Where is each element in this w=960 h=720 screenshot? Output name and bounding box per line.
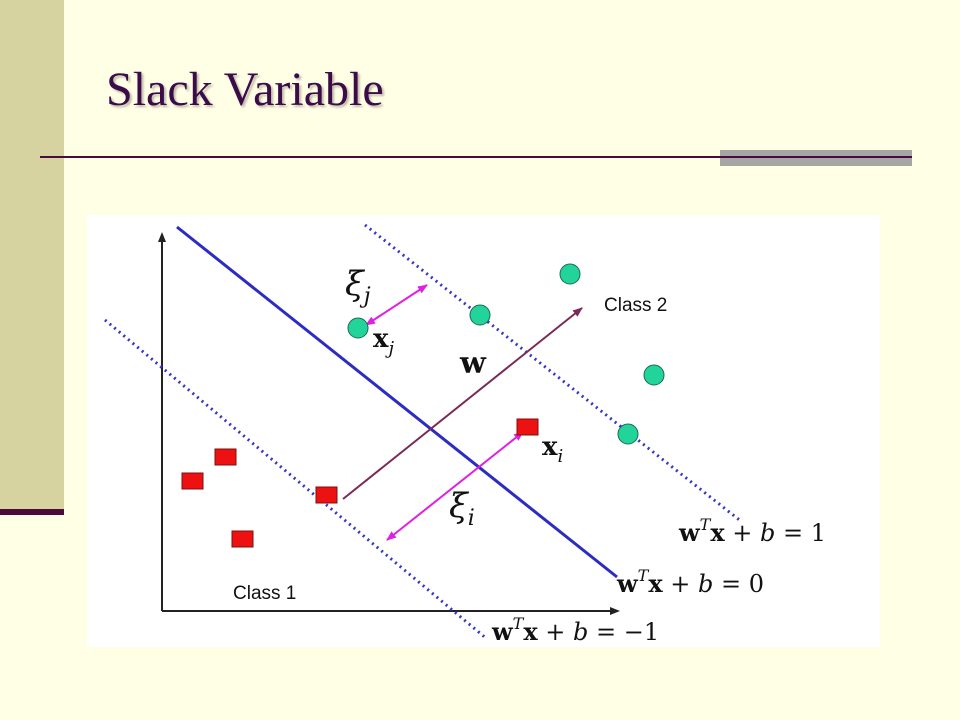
xi-i-label: ξi	[449, 486, 475, 531]
margin-line-positive	[364, 223, 743, 524]
slide-title: Slack Variable	[106, 63, 384, 116]
class2-point-support	[617, 423, 639, 445]
class2-point	[559, 263, 581, 285]
class1-point	[231, 530, 254, 548]
class1-label: Class 1	[233, 583, 296, 604]
normal-vector-w	[342, 307, 583, 500]
class1-point	[181, 472, 204, 490]
svm-diagram: Class 2 Class 1 w ξj xj ξi xi wTx + b = …	[87, 215, 880, 647]
class2-label: Class 2	[604, 295, 667, 316]
class2-point	[643, 364, 665, 386]
svm-diagram-canvas: Class 2 Class 1 w ξj xj ξi xi wTx + b = …	[104, 223, 826, 646]
title-underline-accent	[720, 150, 912, 166]
class2-point-xj	[347, 317, 369, 339]
class1-point-support	[315, 486, 338, 504]
title-underline	[40, 156, 912, 158]
xi-j-label: ξj	[345, 264, 371, 309]
slack-arrow-j	[365, 284, 428, 326]
xj-label: xj	[373, 324, 395, 359]
class1-point-xi	[516, 418, 539, 436]
class2-point-support	[469, 304, 491, 326]
equation-hyperplane: wTx + b = 0	[616, 566, 764, 598]
left-accent-cap	[0, 509, 64, 515]
class1-point	[214, 448, 237, 466]
left-accent-bar	[0, 0, 64, 510]
xi-point-label: xi	[542, 432, 563, 467]
margin-line-negative	[104, 318, 488, 641]
slack-arrow-i	[386, 431, 524, 541]
w-label: w	[459, 346, 487, 381]
equation-margin-negative: wTx + b = −1	[491, 614, 659, 646]
separating-hyperplane	[176, 225, 618, 579]
equation-margin-positive: wTx + b = 1	[678, 515, 826, 547]
